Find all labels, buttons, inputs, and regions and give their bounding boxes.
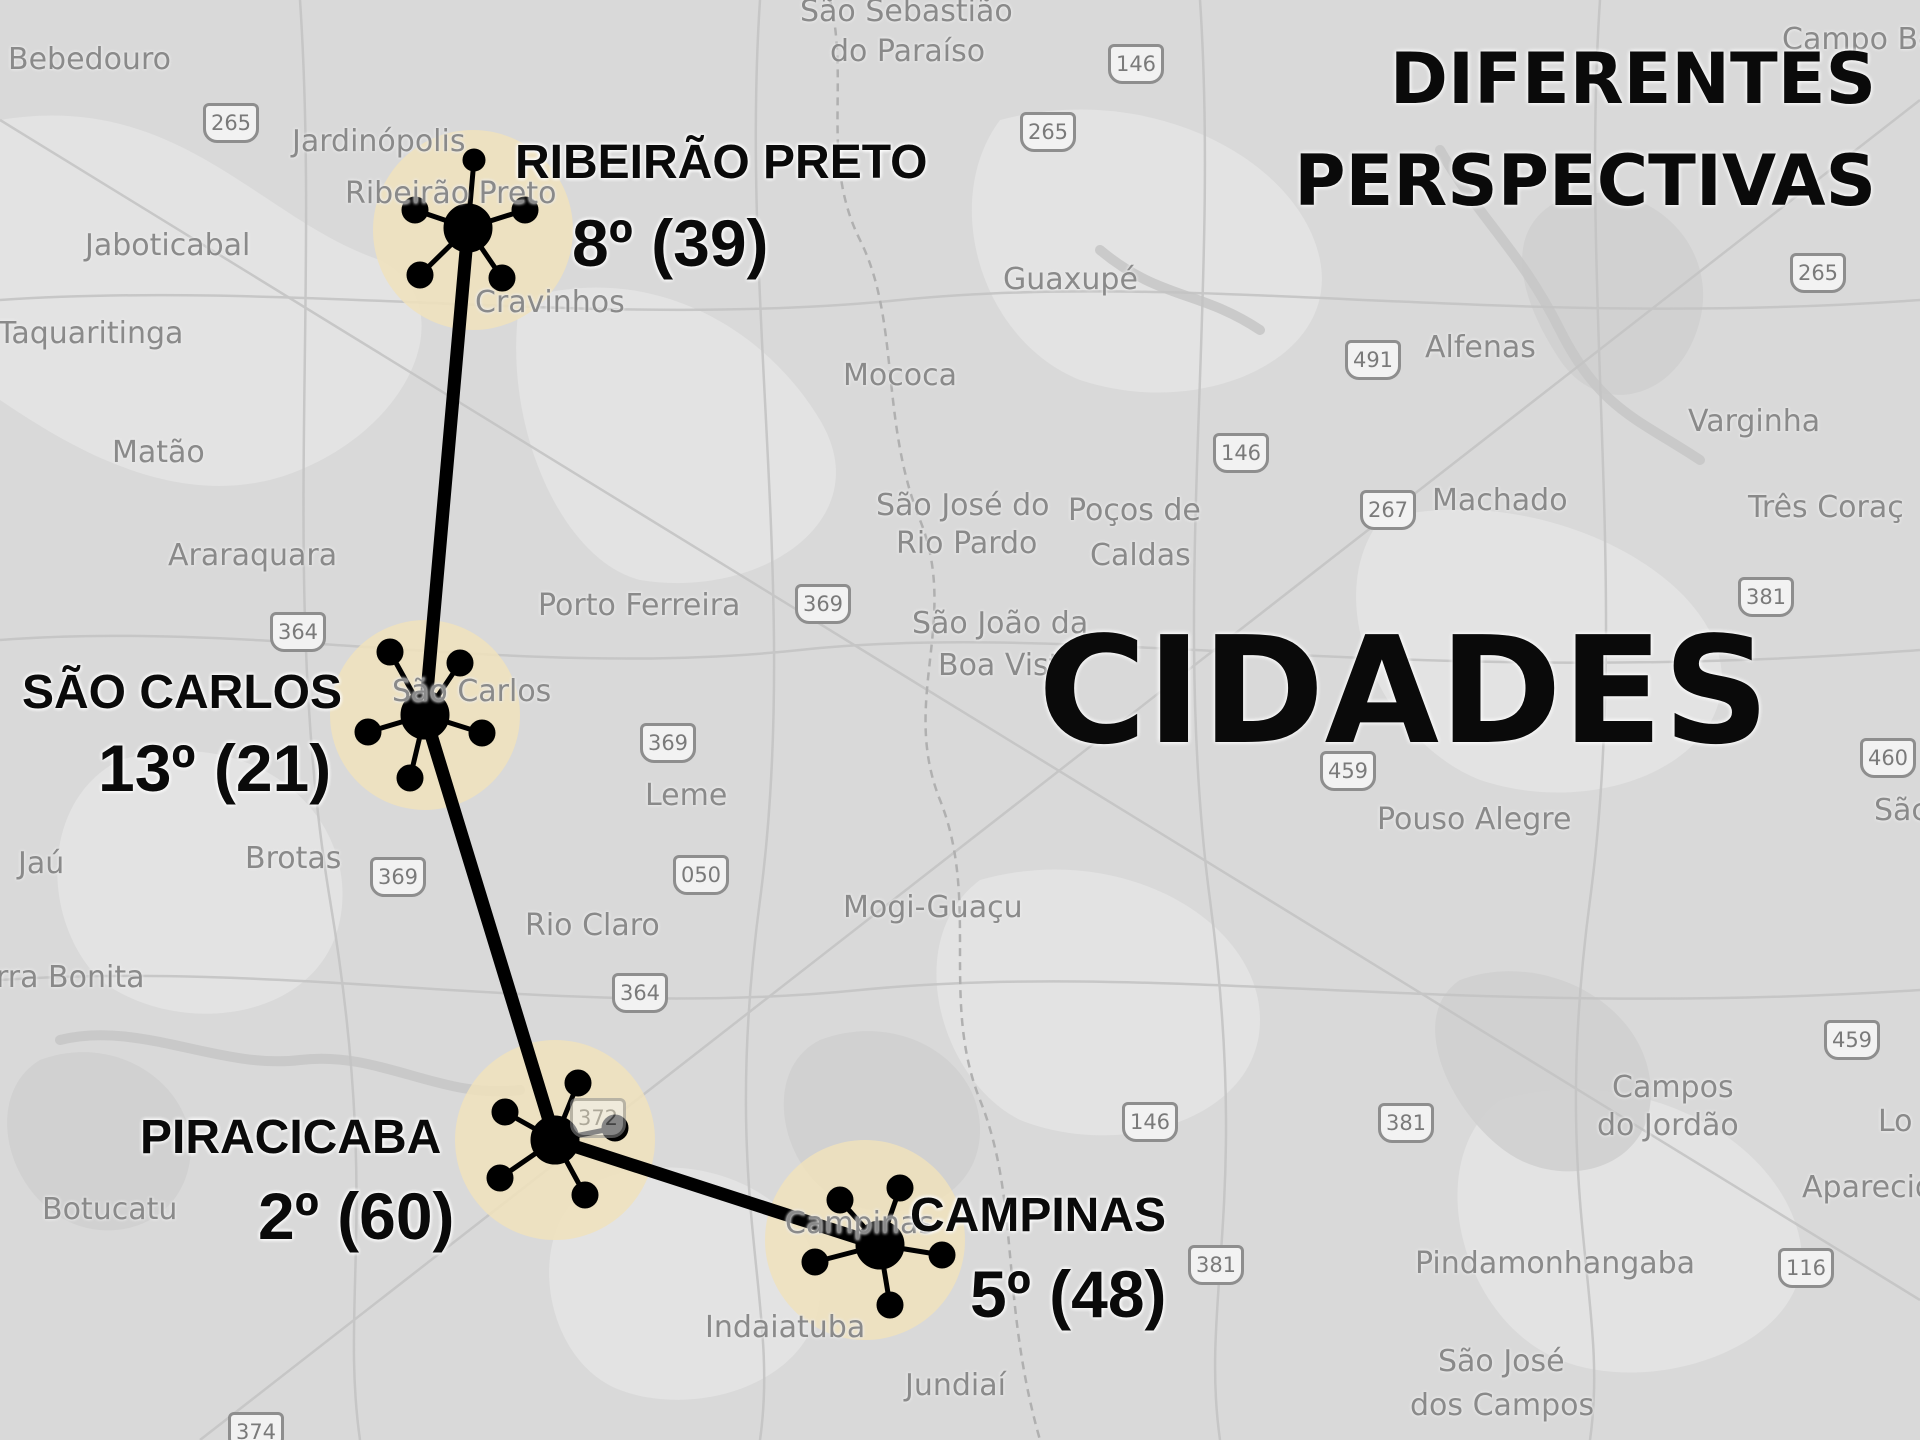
place-label: Campo Be <box>1782 22 1920 57</box>
highway-shield: 374 <box>228 1412 284 1440</box>
place-label: Botucatu <box>42 1192 178 1227</box>
place-label: Indaiatuba <box>705 1310 866 1345</box>
place-label: Porto Ferreira <box>538 588 741 623</box>
place-label: Ribeirão Preto <box>345 176 557 211</box>
place-label: Lo <box>1878 1104 1913 1139</box>
place-label: Pindamonhangaba <box>1415 1246 1696 1281</box>
place-label: Jaboticabal <box>85 228 251 263</box>
place-label: dos Campos <box>1410 1388 1595 1423</box>
place-label: Três Coraç <box>1748 490 1904 525</box>
place-label: Alfenas <box>1425 330 1536 365</box>
place-label: do Paraíso <box>830 34 986 69</box>
highway-shield: 381 <box>1378 1103 1434 1143</box>
highway-shield: 364 <box>612 973 668 1013</box>
title-line-1: DIFERENTES <box>1389 38 1876 120</box>
highway-shield: 265 <box>1020 112 1076 152</box>
highway-shield: 050 <box>673 855 729 895</box>
highway-shield: 146 <box>1108 44 1164 84</box>
highway-shield: 381 <box>1188 1245 1244 1285</box>
place-label: do Jordão <box>1597 1108 1739 1143</box>
place-label: Bebedouro <box>8 42 171 77</box>
city-rank-campinas: 5º (48) <box>970 1257 1167 1331</box>
place-label: Mogi-Guaçu <box>843 890 1023 925</box>
place-label: Varginha <box>1688 404 1821 439</box>
highway-shield: 369 <box>795 584 851 624</box>
place-label: Pouso Alegre <box>1377 802 1572 837</box>
place-label: São José do <box>876 488 1050 523</box>
highway-shield: 372 <box>570 1098 626 1138</box>
city-name-campinas: CAMPINAS <box>910 1189 1167 1242</box>
highway-shield: 459 <box>1320 751 1376 791</box>
place-label: Caldas <box>1090 538 1191 573</box>
highway-shield: 265 <box>1790 253 1846 293</box>
place-label: Jardinópolis <box>292 124 466 159</box>
place-label: Aparecid <box>1802 1170 1920 1205</box>
highway-shield: 491 <box>1345 340 1401 380</box>
place-label: Araraquara <box>168 538 338 573</box>
highway-shield: 146 <box>1122 1102 1178 1142</box>
place-label: Taquaritinga <box>0 316 184 351</box>
highway-shield: 369 <box>370 857 426 897</box>
place-label: Jaú <box>18 846 65 881</box>
city-rank-ribeirao-preto: 8º (39) <box>572 206 769 280</box>
highway-shield: 460 <box>1860 738 1916 778</box>
highway-shield: 116 <box>1778 1248 1834 1288</box>
highway-shield: 146 <box>1213 433 1269 473</box>
place-label: São Carlos <box>392 674 552 709</box>
place-label: Leme <box>645 778 728 813</box>
place-label: Campos <box>1612 1070 1734 1105</box>
highway-shield: 267 <box>1360 490 1416 530</box>
highway-shield: 369 <box>640 723 696 763</box>
place-label: Machado <box>1432 483 1568 518</box>
place-label: Rio Claro <box>525 908 660 943</box>
place-label: Brotas <box>245 841 342 876</box>
place-label: Poços de <box>1068 493 1201 528</box>
highway-shield: 265 <box>203 103 259 143</box>
place-label: Mococa <box>843 358 957 393</box>
place-label: São José <box>1438 1344 1565 1379</box>
place-label: São Sebastião <box>800 0 1013 29</box>
city-name-sao-carlos: SÃO CARLOS <box>22 666 343 719</box>
highway-shield: 459 <box>1824 1020 1880 1060</box>
city-name-piracicaba: PIRACICABA <box>140 1111 442 1164</box>
place-label: Rio Pardo <box>896 526 1038 561</box>
place-label: rra Bonita <box>0 960 145 995</box>
main-label: CIDADES <box>1038 605 1770 777</box>
city-rank-piracicaba: 2º (60) <box>258 1179 455 1253</box>
place-label: Sãc <box>1874 793 1920 828</box>
place-label: São João da <box>912 606 1089 641</box>
title-line-2: PERSPECTIVAS <box>1294 140 1876 222</box>
place-label: Jundiaí <box>905 1368 1006 1403</box>
highway-shield: 364 <box>270 612 326 652</box>
place-label: Boa Vista <box>938 648 1079 683</box>
place-label: Cravinhos <box>475 285 625 320</box>
city-rank-sao-carlos: 13º (21) <box>98 731 332 805</box>
city-name-ribeirao-preto: RIBEIRÃO PRETO <box>515 136 928 189</box>
place-label: Guaxupé <box>1003 262 1138 297</box>
place-label: Matão <box>112 435 205 470</box>
highway-shield: 381 <box>1738 577 1794 617</box>
place-label: Campinas <box>785 1206 934 1241</box>
